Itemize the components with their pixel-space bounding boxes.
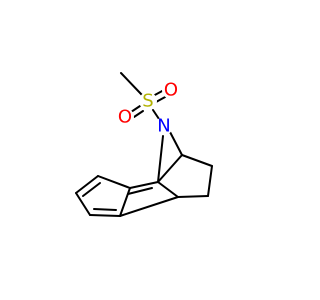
bond-bridgehead-ch2-upper — [181, 154, 213, 167]
oxygen-right-label-bg — [162, 81, 180, 99]
bond-nitrogen-bridgehead-right — [169, 131, 183, 156]
oxygen-left-label-bg — [116, 108, 134, 126]
atom-labels: S O O N — [116, 80, 180, 137]
bond-bridgehead-left-aromatic — [157, 181, 179, 198]
bond-ch2-lower-bridgehead — [177, 195, 209, 198]
bond-aromatic-6 — [119, 187, 131, 217]
oxygen-right-atom-label: O — [164, 80, 178, 101]
bond-ch2-ch2 — [207, 165, 213, 197]
bond-sulfur-oxygen-left-a — [130, 105, 141, 113]
bond-aromatic-inner-2 — [93, 208, 117, 211]
bond-aromatic-2 — [97, 175, 131, 189]
bond-methyl-sulfur — [120, 72, 143, 96]
bond-aromatic-1 — [129, 181, 159, 189]
oxygen-left-atom-label: O — [118, 107, 132, 128]
bond-sulfur-oxygen-right-b — [155, 95, 168, 103]
sulfur-label-bg — [139, 92, 157, 110]
sulfur-atom-label: S — [142, 91, 153, 112]
nitrogen-label-bg — [155, 117, 173, 135]
bond-aromatic-inner-3 — [127, 187, 153, 195]
molecule-diagram: S O O N — [75, 72, 213, 217]
nitrogen-atom-label: N — [157, 116, 170, 137]
bond-nitrogen-bridgehead-left — [157, 135, 164, 183]
bond-bridgehead-right-aromatic — [157, 154, 183, 183]
bond-aromatic-inner-1 — [82, 182, 101, 197]
bonds — [75, 72, 213, 217]
bond-aromatic-7 — [119, 196, 179, 217]
bond-aromatic-4 — [75, 192, 91, 216]
bond-aromatic-5 — [89, 214, 121, 217]
bond-sulfur-oxygen-left-b — [133, 110, 144, 118]
bond-sulfur-nitrogen — [152, 109, 160, 120]
bond-aromatic-3 — [75, 175, 99, 194]
